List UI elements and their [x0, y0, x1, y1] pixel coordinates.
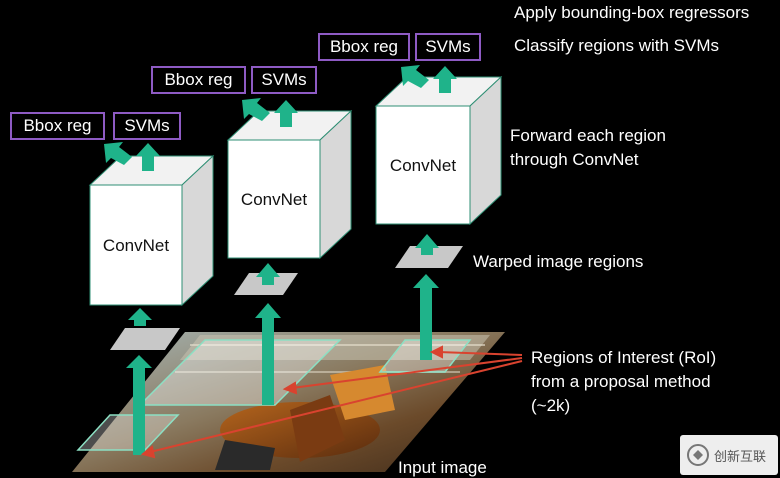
svms-box-2: SVMs [251, 66, 317, 94]
roi-label-line1: Regions of Interest (RoI) [531, 348, 717, 367]
roi-label-line2: from a proposal method [531, 372, 711, 391]
warped-to-cube-arrows [128, 234, 439, 326]
forward-label-line2: through ConvNet [510, 150, 639, 169]
convnet-cube-2 [226, 109, 353, 260]
convnet-label-3: ConvNet [389, 156, 457, 175]
cube-to-heads-arrows [104, 65, 457, 171]
watermark-logo: 创新互联 [680, 435, 778, 475]
bbox-reg-box-1: Bbox reg [10, 112, 105, 140]
svms-box-1: SVMs [113, 112, 181, 140]
convnet-label-1: ConvNet [102, 236, 170, 255]
image-to-warped-arrows [126, 274, 439, 455]
warped-regions [110, 246, 463, 350]
input-image-label: Input image [398, 458, 487, 477]
convnet-cube-1 [88, 154, 215, 307]
convnet-cube-3 [374, 75, 503, 226]
bbox-reg-box-3: Bbox reg [318, 33, 410, 61]
bbox-reg-box-2: Bbox reg [151, 66, 246, 94]
svms-box-3: SVMs [415, 33, 481, 61]
classify-svms-label: Classify regions with SVMs [514, 36, 720, 55]
warped-label: Warped image regions [473, 252, 644, 271]
roi-label-line3: (~2k) [531, 396, 571, 415]
watermark-icon [687, 444, 709, 466]
apply-regressors-label: Apply bounding-box regressors [514, 3, 750, 22]
roi-pointer-arrows [140, 345, 523, 459]
convnet-label-2: ConvNet [240, 190, 308, 209]
forward-label-line1: Forward each region [510, 126, 666, 145]
